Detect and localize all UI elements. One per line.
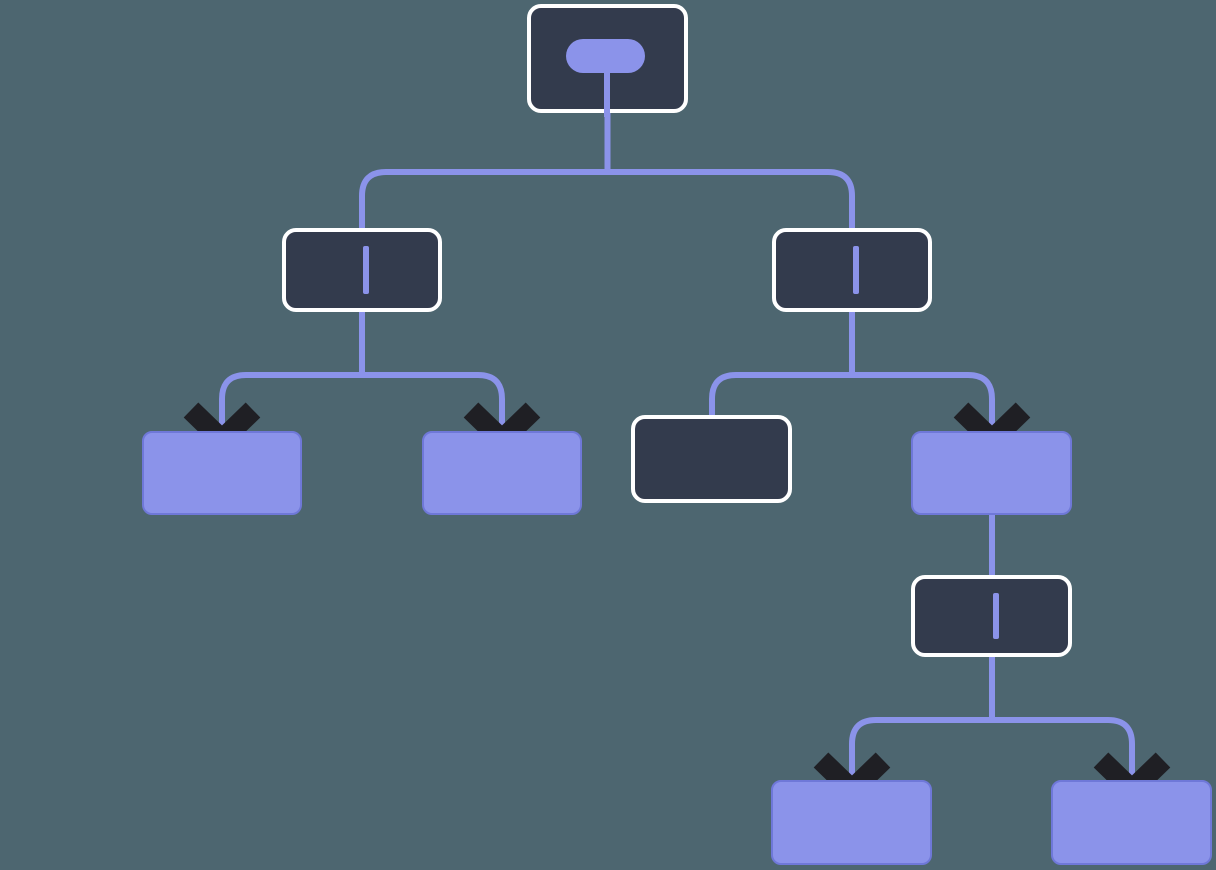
vertical-bar-icon [363,246,369,294]
branch-node-right[interactable] [772,228,932,312]
vertical-bar-icon [853,246,859,294]
leaf-node-4[interactable] [771,780,932,865]
leaf-node-5-clipped[interactable] [1051,780,1212,865]
terminal-node-dark[interactable] [631,415,792,503]
leaf-node-3[interactable] [911,431,1072,515]
branch-node-lower[interactable] [911,575,1072,657]
leaf-node-1[interactable] [142,431,302,515]
leaf-node-2[interactable] [422,431,582,515]
pill-glyph-icon [566,39,645,73]
vertical-bar-icon [993,593,999,639]
branch-node-left[interactable] [282,228,442,312]
pill-stem-icon [604,70,610,117]
root-node[interactable] [527,4,688,117]
